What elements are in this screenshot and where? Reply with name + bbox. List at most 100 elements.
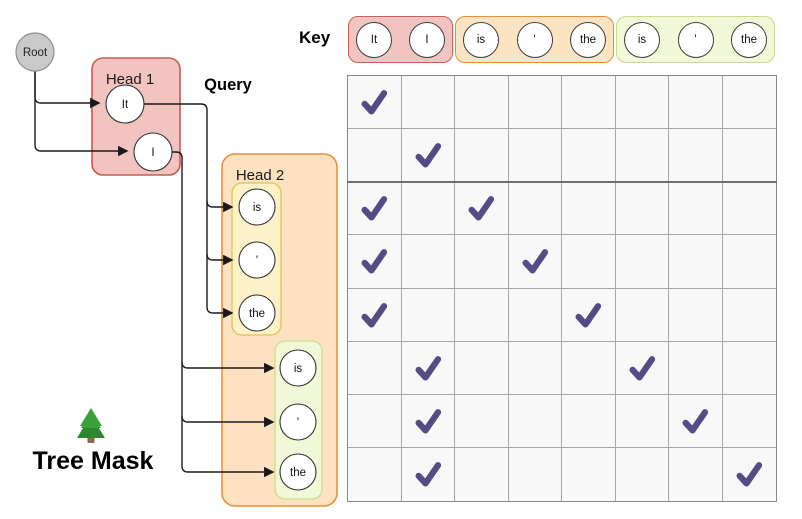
mask-cell-r2-c4: [508, 129, 562, 183]
head-group-divider-line: [347, 181, 777, 183]
mask-cell-r2-c7: [669, 129, 723, 183]
tree-node-head2g2-apostrophe: [279, 403, 317, 441]
mask-cell-r1-c8: [722, 76, 776, 130]
mask-cell-r4-c6: [615, 235, 669, 289]
mask-cell-r3-c8: [722, 182, 776, 236]
root-node: [15, 32, 55, 72]
checkmark-icon: [415, 462, 441, 487]
root-node-label: Root: [23, 47, 48, 59]
query-label: Query: [204, 76, 253, 94]
mask-cell-r6-c4: [508, 341, 562, 395]
mask-cell-r1-c1: [348, 76, 402, 130]
mask-cell-r8-c2: [402, 447, 455, 501]
edge-it-to-the: [144, 103, 234, 319]
edge-i-to-is: [181, 361, 275, 374]
key-token-circle: is: [463, 21, 499, 58]
checkmark-icon: [468, 196, 495, 221]
head2-box-label: Head 2: [236, 167, 284, 184]
mask-cell-r7-c3: [455, 394, 509, 448]
mask-cell-r7-c5: [562, 394, 616, 448]
tree-node-head1-it-label: It: [122, 99, 129, 111]
mask-cell-r3-c4: [508, 182, 562, 236]
mask-cell-r3-c6: [615, 182, 669, 236]
mask-cell-r6-c6: [615, 341, 669, 395]
key-group-head1: It I: [348, 16, 453, 63]
tree-node-head2g1-apostrophe: [238, 241, 276, 279]
tree-diagram: Root Head 1 It I Head 2 is ' the is ' th…: [15, 32, 338, 507]
checkmark-icon: [361, 302, 388, 328]
mask-cell-r7-c8: [722, 395, 776, 448]
tree-node-head2g1-the: [238, 294, 276, 332]
checkmark-icon: [736, 462, 763, 487]
mask-cell-r7-c2: [401, 394, 455, 448]
mask-cell-r2-c3: [455, 129, 509, 183]
key-token-circle: the: [731, 21, 767, 58]
mask-cell-r5-c5: [562, 288, 616, 342]
mask-cell-r5-c1: [348, 288, 402, 342]
tree-node-head2g2-the-label: the: [290, 467, 306, 479]
tree-node-head2g1-the-label: the: [249, 308, 265, 320]
checkmark-icon: [415, 143, 441, 168]
mask-cell-r8-c4: [509, 447, 562, 501]
key-token-circle: ': [516, 21, 553, 58]
mask-cell-r5-c8: [722, 289, 776, 342]
mask-cell-r6-c7: [669, 341, 723, 395]
tree-node-head2g2-is-label: is: [294, 363, 303, 375]
mask-cell-r6-c8: [722, 342, 776, 395]
tree-node-head1-i: [133, 132, 173, 172]
mask-cell-r5-c7: [669, 288, 723, 342]
mask-cell-r4-c3: [455, 235, 509, 289]
tree-mask-grid: [347, 75, 777, 502]
mask-cell-r5-c2: [401, 288, 455, 342]
mask-cell-r8-c7: [669, 447, 723, 501]
checkmark-icon: [682, 408, 709, 434]
edge-it-to-is: [206, 200, 234, 213]
checkmark-icon: [415, 355, 441, 381]
evergreen-tree-icon: [77, 408, 105, 443]
checkmark-icon: [361, 196, 388, 221]
key-group-head2-group2: is'the: [616, 16, 775, 63]
mask-cell-r4-c2: [401, 235, 455, 289]
mask-cell-r8-c1: [348, 447, 402, 501]
tree-node-head2g1-is: [238, 188, 276, 226]
checkmark-icon: [522, 249, 548, 274]
tree-node-head2g2-is: [279, 349, 317, 387]
key-token-circle: is: [624, 21, 660, 58]
key-token-circle: It: [356, 21, 392, 58]
mask-cell-r5-c3: [455, 288, 509, 342]
mask-cell-r5-c4: [508, 288, 562, 342]
mask-cell-r2-c5: [562, 129, 616, 183]
edge-root-to-it: [34, 71, 101, 109]
mask-cell-r8-c6: [616, 447, 669, 501]
mask-cell-r3-c3: [455, 182, 509, 236]
mask-cell-r2-c2: [401, 129, 455, 183]
mask-cell-r6-c5: [562, 341, 616, 395]
mask-cell-r7-c1: [348, 394, 402, 448]
mask-cell-r4-c7: [669, 235, 723, 289]
mask-cell-r3-c2: [401, 182, 455, 236]
tree-node-head2g2-apostrophe-label: ': [297, 417, 299, 429]
tree-node-head1-i-label: I: [151, 147, 154, 159]
mask-cell-r2-c1: [348, 129, 402, 183]
mask-cell-r6-c3: [455, 341, 509, 395]
mask-cell-r1-c7: [669, 76, 723, 130]
checkmark-icon: [361, 249, 388, 274]
edge-it-to-apostrophe: [206, 253, 234, 266]
mask-cell-r6-c2: [401, 341, 455, 395]
mask-cell-r1-c2: [401, 76, 455, 130]
mask-cell-r4-c1: [348, 235, 402, 289]
mask-cell-r5-c6: [615, 288, 669, 342]
mask-cell-r2-c8: [722, 129, 776, 183]
mask-cell-r8-c3: [455, 447, 509, 501]
mask-cell-r6-c1: [348, 341, 402, 395]
mask-cell-r7-c7: [669, 394, 723, 448]
mask-cell-r8-c8: [723, 448, 777, 501]
key-token-circle: I: [409, 21, 445, 58]
key-label: Key: [299, 28, 331, 47]
edge-i-to-the: [172, 151, 275, 478]
edge-root-to-i: [34, 71, 129, 157]
mask-cell-r7-c4: [508, 394, 562, 448]
head1-box-label: Head 1: [106, 71, 154, 88]
tree-mask-caption: Tree Mask: [32, 447, 154, 475]
mask-cell-r1-c6: [615, 76, 669, 130]
